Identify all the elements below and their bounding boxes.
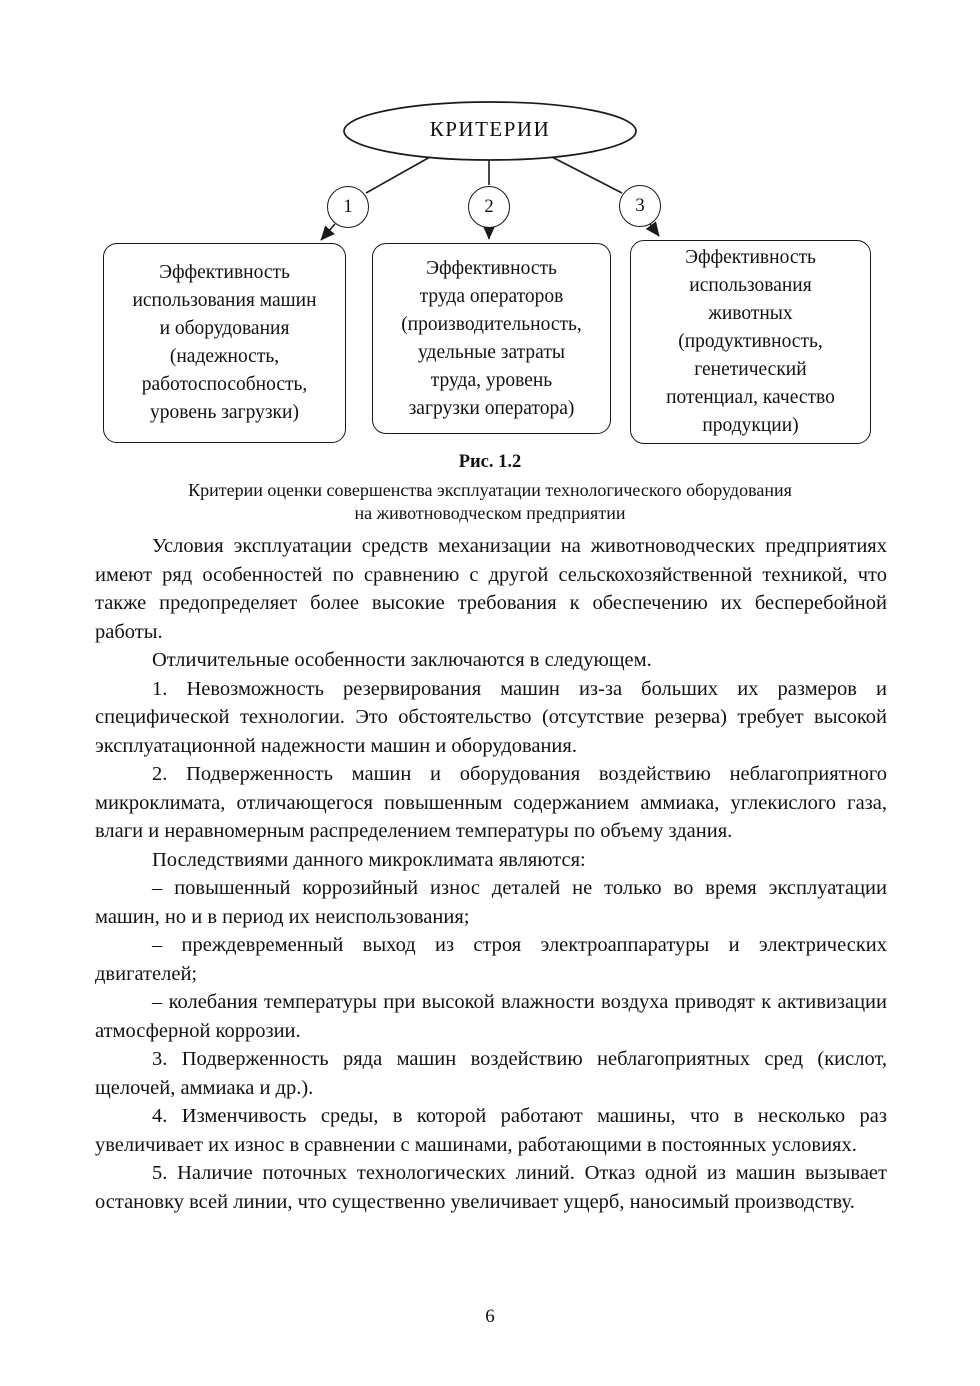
- figure-caption-line1: Критерии оценки совершенства эксплуатаци…: [188, 480, 792, 500]
- node-number-3: 3: [635, 195, 645, 216]
- body-text: Условия эксплуатации средств механизации…: [95, 532, 887, 1216]
- diagram-box-machines: Эффективность использования машин и обор…: [103, 243, 346, 443]
- node-number-2: 2: [484, 196, 494, 217]
- diagram-number-circle-1: 1: [327, 186, 369, 228]
- diagram-number-circle-3: 3: [619, 185, 661, 227]
- paragraph-8: – колебания температуры при высокой влаж…: [95, 991, 887, 1042]
- arrow-to-box-1: [320, 223, 336, 241]
- criteria-ellipse: [343, 101, 637, 161]
- paragraph-6: – повышенный коррозийный износ деталей н…: [95, 877, 887, 928]
- paragraph-5: Последствиями данного микроклимата являю…: [152, 848, 586, 871]
- connector-line-1: [365, 156, 431, 194]
- diagram-box-animals: Эффективность использования животных (пр…: [630, 240, 871, 444]
- connector-line-3: [551, 156, 623, 194]
- diagram-number-circle-2: 2: [468, 186, 510, 228]
- paragraph-11: 5. Наличие поточных технологических лини…: [95, 1162, 887, 1213]
- arrow-to-box-3: [645, 221, 660, 237]
- diagram-connectors: [320, 101, 660, 241]
- paragraph-2: Отличительные особенности заключаются в …: [152, 649, 652, 671]
- paragraph-7: – преждевременный выход из строя электро…: [95, 934, 887, 985]
- paragraph-1: Условия эксплуатации средств механизации…: [95, 535, 887, 643]
- figure-caption-line2: на животноводческом предприятии: [354, 503, 626, 523]
- paragraph-4: 2. Подверженность машин и оборудования в…: [95, 763, 887, 842]
- diagram-box-operators: Эффективность труда операторов (производ…: [372, 243, 611, 434]
- node-number-1: 1: [343, 196, 353, 217]
- page-number: 6: [485, 1306, 495, 1327]
- paragraph-10: 4. Изменчивость среды, в которой работаю…: [95, 1105, 887, 1156]
- diagram-root-label: КРИТЕРИИ: [429, 117, 551, 141]
- paragraph-3: 1. Невозможность резервирования машин из…: [95, 677, 887, 757]
- paragraph-9: 3. Подверженность ряда машин воздействию…: [95, 1048, 887, 1099]
- figure-label: Рис. 1.2: [458, 452, 522, 472]
